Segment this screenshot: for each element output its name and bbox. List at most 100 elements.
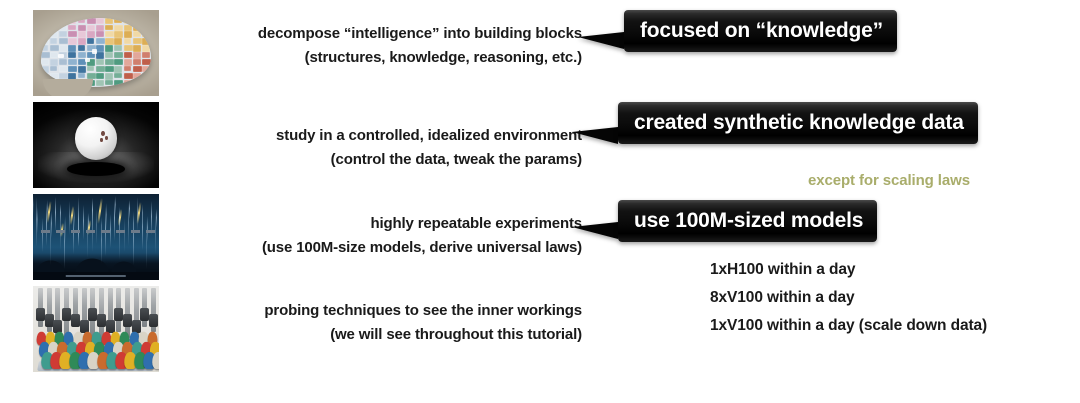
row-3-line-2: (use 100M-size models, derive universal … — [261, 239, 582, 256]
brain-pixel-block — [123, 31, 132, 39]
brain-pixel-block — [95, 52, 105, 59]
probe-figure — [92, 331, 102, 345]
hardware-item: 8xV100 within a day — [710, 289, 855, 306]
brain-pixel-block — [132, 45, 142, 52]
brain-pixel-block — [77, 59, 86, 66]
colorful-probe-array-image — [33, 286, 159, 372]
brain-pixel-block — [105, 38, 114, 45]
probe-rod — [38, 287, 44, 328]
brain-pixel-block — [95, 24, 105, 32]
brain-pixel-block — [123, 79, 133, 86]
brain-pixel-block — [142, 59, 152, 65]
probe-figure — [150, 341, 159, 358]
probe-collar — [122, 314, 132, 328]
probe-rod — [46, 287, 52, 333]
star-trail — [151, 200, 153, 236]
row-4-description: probing techniques to see the inner work… — [170, 299, 582, 347]
brain-pixel-block — [49, 31, 58, 39]
brain-pixel-block — [77, 45, 86, 51]
brain-pixel-block — [59, 59, 67, 65]
callout-tail — [572, 127, 618, 144]
probe-figure — [147, 331, 158, 345]
probe-figure — [64, 331, 74, 345]
row-2-line-1: study in a controlled, idealized environ… — [276, 127, 582, 144]
brain-pixel-block — [105, 59, 115, 65]
probe-figure — [45, 331, 56, 345]
brain-pixel-block — [95, 79, 105, 87]
brain-pixel-block — [77, 17, 86, 24]
brain-pixel-block — [86, 65, 95, 72]
axis-tick — [146, 229, 156, 233]
probe-rod — [81, 287, 87, 333]
brain-pixel-block — [40, 72, 49, 79]
brain-pixel-block — [95, 38, 105, 45]
brain-pixel-block — [49, 45, 59, 52]
probe-collar — [114, 308, 124, 322]
brain-pixel-block — [68, 45, 77, 52]
sphere-spot — [104, 135, 108, 140]
probe-rod — [142, 287, 148, 328]
brain-pixel-block — [132, 79, 141, 87]
axis-tick — [131, 229, 141, 233]
brain-pixel-block — [68, 72, 77, 80]
brain-pixel-block — [123, 38, 132, 44]
brain-pixel-block — [105, 31, 115, 38]
brain-pixel-block — [142, 31, 152, 38]
callout-created-synthetic-knowledge-data: created synthetic knowledge data — [572, 102, 978, 144]
star-trail — [36, 197, 38, 248]
star-trail — [96, 209, 98, 244]
star-trail — [101, 217, 103, 237]
probe-collar — [62, 308, 72, 322]
probe-figure — [119, 331, 130, 345]
brain-pixel-block — [40, 31, 50, 38]
brain-pixel-block — [95, 31, 104, 37]
brain-pixel-block — [114, 65, 123, 73]
star-trail — [128, 200, 130, 219]
probe-figure — [122, 341, 134, 358]
star-trail — [155, 212, 157, 255]
probe-collar — [149, 314, 159, 328]
probe-figure — [75, 341, 87, 358]
brain-pixel-block — [123, 72, 133, 79]
night-sky-meteor-shower-image — [33, 194, 159, 280]
brain-pixel-block — [40, 52, 50, 59]
star-trail — [132, 214, 134, 265]
axis-tick — [85, 229, 95, 233]
brain-pixel-block — [132, 24, 141, 32]
brain-pixel-block — [105, 17, 114, 25]
star-trail — [133, 211, 135, 238]
brain-pixel-block — [59, 24, 68, 32]
brain-pixel-block — [68, 65, 77, 73]
brain-pixel-block — [40, 59, 50, 66]
brain-pixel-block — [105, 65, 114, 73]
sphere-image-canvas — [33, 102, 159, 188]
brain-pixel-block — [132, 59, 141, 65]
brain-pixel-block — [59, 17, 68, 25]
star-trail — [115, 195, 117, 215]
star-trail — [73, 212, 75, 255]
brain-pixel-block — [105, 72, 114, 80]
sphere-shadow-hole — [67, 162, 125, 176]
callout-tail — [578, 32, 624, 49]
row-1-description: decompose “intelligence” into building b… — [170, 22, 582, 70]
star-trail — [37, 206, 39, 234]
brain-pixel-block — [142, 24, 150, 31]
star-trail — [55, 196, 57, 231]
callout-label: focused on “knowledge” — [624, 10, 897, 52]
brain-pixel-block — [142, 79, 150, 86]
probe-rod — [124, 287, 130, 338]
probe-image-canvas — [33, 286, 159, 372]
probe-figure — [82, 331, 93, 345]
probe-figure — [101, 331, 112, 345]
brain-pixel-block — [40, 38, 49, 46]
probe-rod — [55, 287, 61, 338]
brain-pixel-block — [40, 65, 49, 73]
star-trail — [60, 204, 62, 224]
star-trail — [87, 216, 89, 259]
brain-pixel-block — [123, 17, 133, 24]
star-trail — [118, 210, 120, 261]
probe-figure — [138, 331, 149, 345]
brain-pixel-block — [142, 72, 151, 80]
star-trail — [78, 219, 80, 247]
